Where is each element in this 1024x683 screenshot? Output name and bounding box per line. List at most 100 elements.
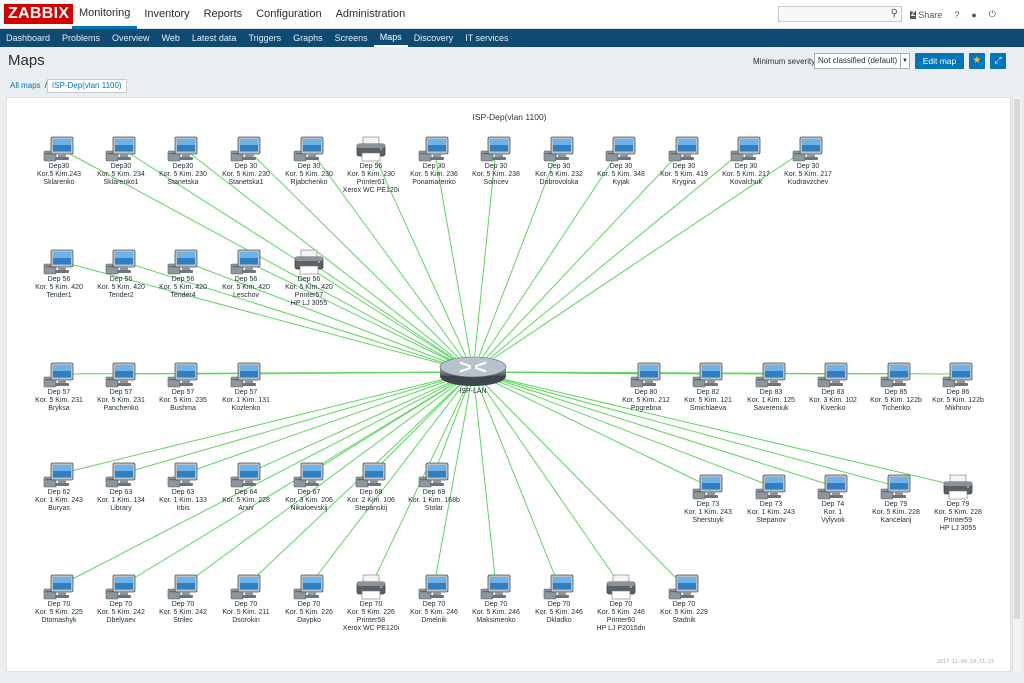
tab-problems[interactable]: Problems <box>62 33 101 43</box>
node-label-line: Smichlaeva <box>689 405 727 412</box>
menu-configuration[interactable]: Configuration <box>256 8 322 20</box>
scrollbar-thumb[interactable] <box>1014 99 1020 619</box>
power-icon[interactable]: ⏻ <box>988 9 996 19</box>
vertical-scrollbar[interactable] <box>1012 97 1021 672</box>
star-icon[interactable]: ★ <box>969 53 985 69</box>
severity-select[interactable]: Not classified (default) ▼ <box>814 53 910 69</box>
tab-graphs[interactable]: Graphs <box>293 33 323 43</box>
computer-icon <box>167 249 198 275</box>
tab-it-services[interactable]: IT services <box>465 33 509 43</box>
menu-administration[interactable]: Administration <box>335 8 406 20</box>
tab-screens[interactable]: Screens <box>334 33 368 43</box>
node-label-line: Library <box>110 505 132 512</box>
computer-icon <box>105 362 136 388</box>
share-label: Share <box>918 9 943 20</box>
search-input[interactable]: ⚲ <box>778 6 902 22</box>
tab-triggers[interactable]: Triggers <box>248 33 282 43</box>
question-icon[interactable]: ? <box>954 9 960 20</box>
node-label-line: Dep 79 <box>884 501 908 508</box>
tab-web[interactable]: Web <box>161 33 180 43</box>
tab-maps[interactable]: Maps <box>373 29 408 47</box>
share-button[interactable]: Z Share <box>910 10 942 20</box>
menu-inventory[interactable]: Inventory <box>144 8 190 20</box>
tab-latest-data[interactable]: Latest data <box>191 33 237 43</box>
menu-monitoring[interactable]: Monitoring <box>72 0 138 29</box>
zabbix-logo[interactable]: ZABBIX <box>4 4 74 24</box>
breadcrumb-current-map[interactable]: ISP-Dep(vlan 1100) <box>46 79 127 93</box>
router-node[interactable]: ISP-LAN <box>433 354 513 395</box>
tab-dashboard[interactable]: Dashboard <box>6 33 51 43</box>
node-label-line: Kor. 5 Kim. 420 <box>159 284 207 291</box>
chevron-down-icon: ▼ <box>900 54 909 68</box>
user-icon[interactable]: ● <box>971 9 977 20</box>
node-label-line: Kor. 5 Kim. 419 <box>660 171 708 178</box>
fullscreen-icon[interactable]: ⤢ <box>990 53 1006 69</box>
node-label-line: Dep 56 <box>109 276 133 283</box>
tab-overview[interactable]: Overview <box>112 33 150 43</box>
node-label-line: Stepanskij <box>354 505 388 512</box>
node-label-line: Dep 67 <box>297 489 321 496</box>
tab-discovery[interactable]: Discovery <box>413 33 454 43</box>
node-label-line: Dep 70 <box>297 601 321 608</box>
computer-icon <box>817 474 848 500</box>
menu-reports[interactable]: Reports <box>203 8 243 20</box>
search-icon[interactable]: ⚲ <box>890 8 898 19</box>
edit-map-button[interactable]: Edit map <box>915 53 964 69</box>
breadcrumb-all-maps[interactable]: All maps <box>10 81 41 90</box>
